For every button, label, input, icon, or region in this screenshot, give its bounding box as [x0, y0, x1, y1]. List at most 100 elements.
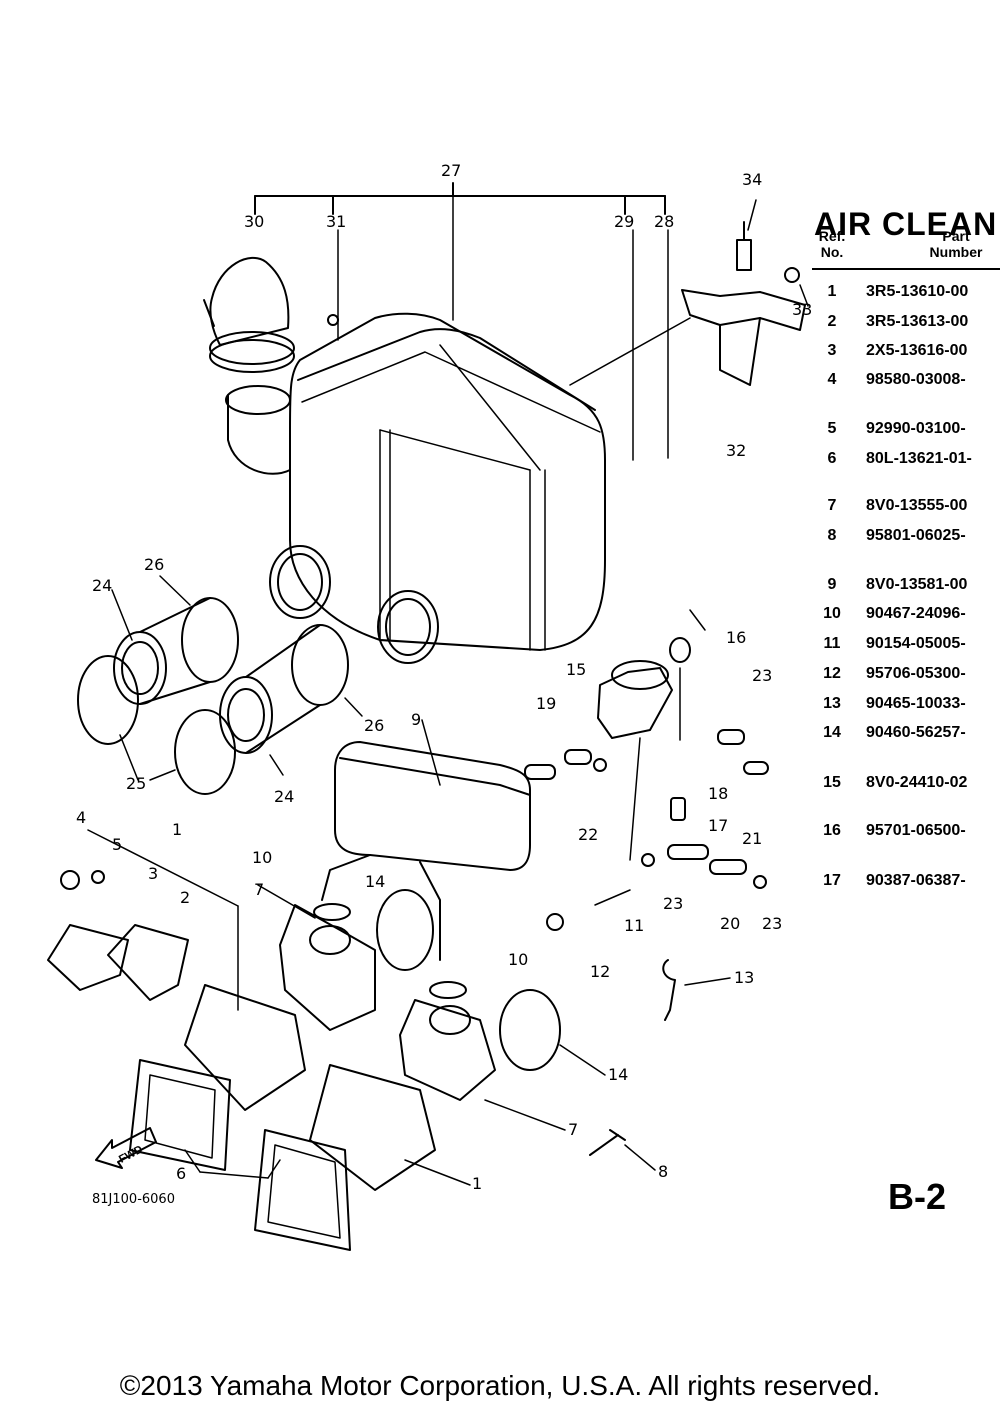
ref-cell: 14 [823, 724, 841, 741]
part-number-cell: 3R5-13613-00 [866, 313, 969, 330]
ref-cell: 5 [827, 420, 837, 437]
table-row: 13 90465-10033- [812, 695, 966, 715]
table-row: 3 2X5-13616-00 [812, 342, 968, 362]
parts-7-10-14-intakes [257, 884, 606, 1131]
copyright-notice: ©2013 Yamaha Motor Corporation, U.S.A. A… [119, 1370, 881, 1401]
part-number-cell: 80L-13621-01- [866, 450, 972, 467]
callout: 2 [180, 888, 191, 907]
part-number-cell: 90467-24096- [866, 605, 966, 622]
callout: 1 [172, 820, 183, 839]
table-row: 14 90460-56257- [812, 724, 966, 744]
callout: 11 [624, 916, 645, 935]
callout: 25 [126, 774, 147, 793]
callout: 3 [148, 864, 159, 883]
callout: 19 [536, 694, 557, 713]
table-row: 10 90467-24096- [812, 605, 966, 625]
ref-cell: 6 [827, 450, 837, 467]
part-number-cell: 3R5-13610-00 [866, 283, 969, 300]
part-30-elbow [203, 256, 295, 373]
part-9-silencer [321, 719, 531, 961]
ref-cell: 12 [823, 665, 841, 682]
parts-1-2-3-6-reed-valves [47, 829, 471, 1251]
callout: 13 [734, 968, 755, 987]
callout: 24 [92, 576, 113, 595]
part-number-cell: 8V0-13555-00 [866, 497, 968, 514]
callout: 10 [252, 848, 273, 867]
callout: 14 [365, 872, 386, 891]
callout: 34 [742, 170, 763, 189]
part-number-cell: 90465-10033- [866, 695, 966, 712]
part-number-cell: 8V0-24410-02 [866, 774, 968, 791]
part-number-cell: 2X5-13616-00 [866, 342, 968, 359]
callout: 23 [762, 914, 783, 933]
callout: 23 [752, 666, 773, 685]
callout: 26 [144, 555, 165, 574]
callout: 21 [742, 829, 763, 848]
callout: 18 [708, 784, 729, 803]
callout: 9 [411, 710, 422, 729]
ref-cell: 2 [827, 313, 837, 330]
ref-cell: 10 [823, 605, 841, 622]
part-number-cell: 92990-03100- [866, 420, 966, 437]
ref-cell: 15 [823, 774, 841, 791]
group-27-bracket [254, 182, 669, 461]
callout: 14 [608, 1065, 629, 1084]
part-number-cell: 90460-56257- [866, 724, 966, 741]
callout: 1 [472, 1174, 483, 1193]
fwd-label-svg: FWD [117, 1143, 145, 1165]
part-number-cell: 95706-05300- [866, 665, 966, 682]
callout: 30 [244, 212, 265, 231]
callout: 32 [726, 441, 747, 460]
callout: 5 [112, 835, 123, 854]
part-number-cell: 8V0-13581-00 [866, 576, 968, 593]
table-row: 12 95706-05300- [812, 665, 966, 685]
callout: 6 [176, 1164, 187, 1183]
table-row: 1 3R5-13610-00 [812, 283, 969, 303]
table-row: 15 8V0-24410-02 [812, 774, 967, 794]
callout: 23 [663, 894, 684, 913]
ref-cell: 3 [827, 342, 837, 359]
callout: 26 [364, 716, 385, 735]
table-row: 16 95701-06500- [812, 822, 966, 842]
fwd-label: FWD [117, 1143, 145, 1165]
table-header-divider [812, 268, 1000, 270]
callout: 28 [654, 212, 675, 231]
table-row: 5 92990-03100- [812, 420, 966, 440]
parts-24-25-26-joints [77, 575, 363, 795]
table-row: 7 8V0-13555-00 [812, 497, 968, 517]
part-27-air-cleaner-box [225, 312, 606, 664]
fwd-arrow-icon [95, 1127, 157, 1169]
part-number-cell: 95801-06025- [866, 527, 966, 544]
callout: 20 [720, 914, 741, 933]
ref-cell: 1 [827, 283, 837, 300]
ref-cell: 7 [827, 497, 837, 514]
ref-cell: 11 [823, 635, 841, 652]
ref-cell: 16 [823, 822, 841, 839]
figure-code: 81J100-6060 [92, 1192, 175, 1207]
callout: 10 [508, 950, 529, 969]
callout: 7 [254, 880, 265, 899]
callout: 16 [726, 628, 747, 647]
callout: 22 [578, 825, 599, 844]
callout: 27 [441, 161, 462, 180]
table-header-part-number: Part Number [929, 228, 983, 260]
callout: 8 [658, 1162, 669, 1181]
part-number-cell: 95701-06500- [866, 822, 966, 839]
part-32-bracket [569, 199, 809, 386]
part-number-cell: 98580-03008- [866, 371, 966, 388]
callout: 12 [590, 962, 611, 981]
callout: 4 [76, 808, 87, 827]
table-row: 2 3R5-13613-00 [812, 313, 969, 333]
callout: 29 [614, 212, 635, 231]
callout: 24 [274, 787, 295, 806]
ref-cell: 13 [823, 695, 841, 712]
part-15-fuel-pump [524, 609, 769, 931]
ref-cell: 17 [823, 872, 841, 889]
page-title: AIR CLEAN [814, 206, 998, 242]
page-code: B-2 [888, 1176, 947, 1217]
